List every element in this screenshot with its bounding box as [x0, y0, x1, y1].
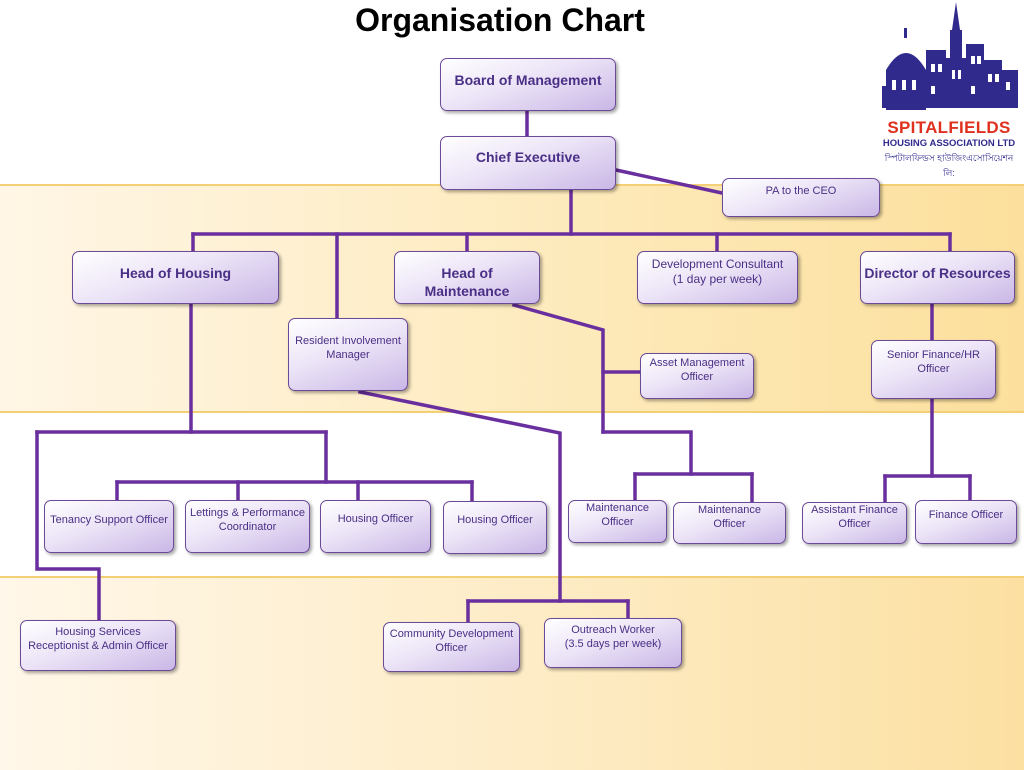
node-label: Asset Management Officer	[649, 357, 745, 383]
node-label: Community Development Officer	[389, 628, 514, 654]
logo-script: স্পিটালফিল্ডস হাউজিংএসোসিয়েশন লি:	[884, 153, 1014, 178]
node-tenancy-support-officer: Tenancy Support Officer	[44, 500, 174, 553]
node-label: Chief Executive	[475, 149, 581, 165]
background-band-bottom	[0, 576, 1024, 770]
node-label: Board of Management	[454, 72, 602, 88]
node-label: Head of Housing	[119, 265, 232, 281]
node-label: Finance Officer	[928, 509, 1004, 521]
spitalfields-logo-icon	[882, 2, 1018, 110]
node-housing-services-receptionist: Housing Services Receptionist & Admin Of…	[20, 620, 176, 671]
node-development-consultant: Development Consultant (1 day per week)	[637, 251, 798, 304]
node-outreach-worker: Outreach Worker (3.5 days per week)	[544, 618, 682, 668]
line-housing-left	[35, 430, 101, 622]
node-label: Outreach Worker (3.5 days per week)	[564, 624, 662, 650]
node-label: Housing Officer	[457, 514, 533, 526]
node-label: Maintenance Officer	[586, 502, 649, 528]
node-label: Tenancy Support Officer	[50, 514, 168, 526]
node-label: Housing Services Receptionist & Admin Of…	[28, 626, 168, 652]
line-ceo-pa	[613, 167, 725, 196]
node-director-of-resources: Director of Resources	[860, 251, 1015, 304]
node-label: Development Consultant (1 day per week)	[651, 257, 784, 286]
node-label: Lettings & Performance Coordinator	[190, 507, 305, 533]
node-label: PA to the CEO	[765, 185, 837, 197]
node-maintenance-officer-1: Maintenance Officer	[568, 500, 667, 543]
node-maintenance-officer-2: Maintenance Officer	[673, 502, 786, 544]
node-label: Head of Maintenance	[424, 265, 510, 299]
logo-subtitle: HOUSING ASSOCIATION LTD	[882, 138, 1016, 149]
node-label: Resident Involvement Manager	[295, 335, 401, 361]
node-senior-finance-hr-officer: Senior Finance/HR Officer	[871, 340, 996, 399]
node-chief-executive: Chief Executive	[440, 136, 616, 190]
node-housing-officer-2: Housing Officer	[443, 501, 547, 554]
line-maintenance-diag	[511, 302, 605, 434]
node-head-of-housing: Head of Housing	[72, 251, 279, 304]
node-board-of-management: Board of Management	[440, 58, 616, 111]
node-lettings-performance-coordinator: Lettings & Performance Coordinator	[185, 500, 310, 553]
node-finance-officer: Finance Officer	[915, 500, 1017, 544]
node-label: Director of Resources	[864, 265, 1011, 281]
node-label: Assistant Finance Officer	[811, 504, 898, 530]
node-head-of-maintenance: Head of Maintenance	[394, 251, 540, 304]
node-resident-involvement-manager: Resident Involvement Manager	[288, 318, 408, 391]
node-label: Maintenance Officer	[698, 504, 761, 530]
node-label: Senior Finance/HR Officer	[887, 349, 980, 375]
node-housing-officer-1: Housing Officer	[320, 500, 431, 553]
node-pa-ceo: PA to the CEO	[722, 178, 880, 217]
node-asset-management-officer: Asset Management Officer	[640, 353, 754, 399]
node-label: Housing Officer	[337, 513, 414, 525]
line-maint-bus	[601, 430, 693, 476]
line-resident-down	[357, 389, 562, 603]
node-assistant-finance-officer: Assistant Finance Officer	[802, 502, 907, 544]
page-title: Organisation Chart	[355, 2, 645, 38]
logo-name: SPITALFIELDS	[887, 118, 1011, 137]
node-community-development-officer: Community Development Officer	[383, 622, 520, 672]
